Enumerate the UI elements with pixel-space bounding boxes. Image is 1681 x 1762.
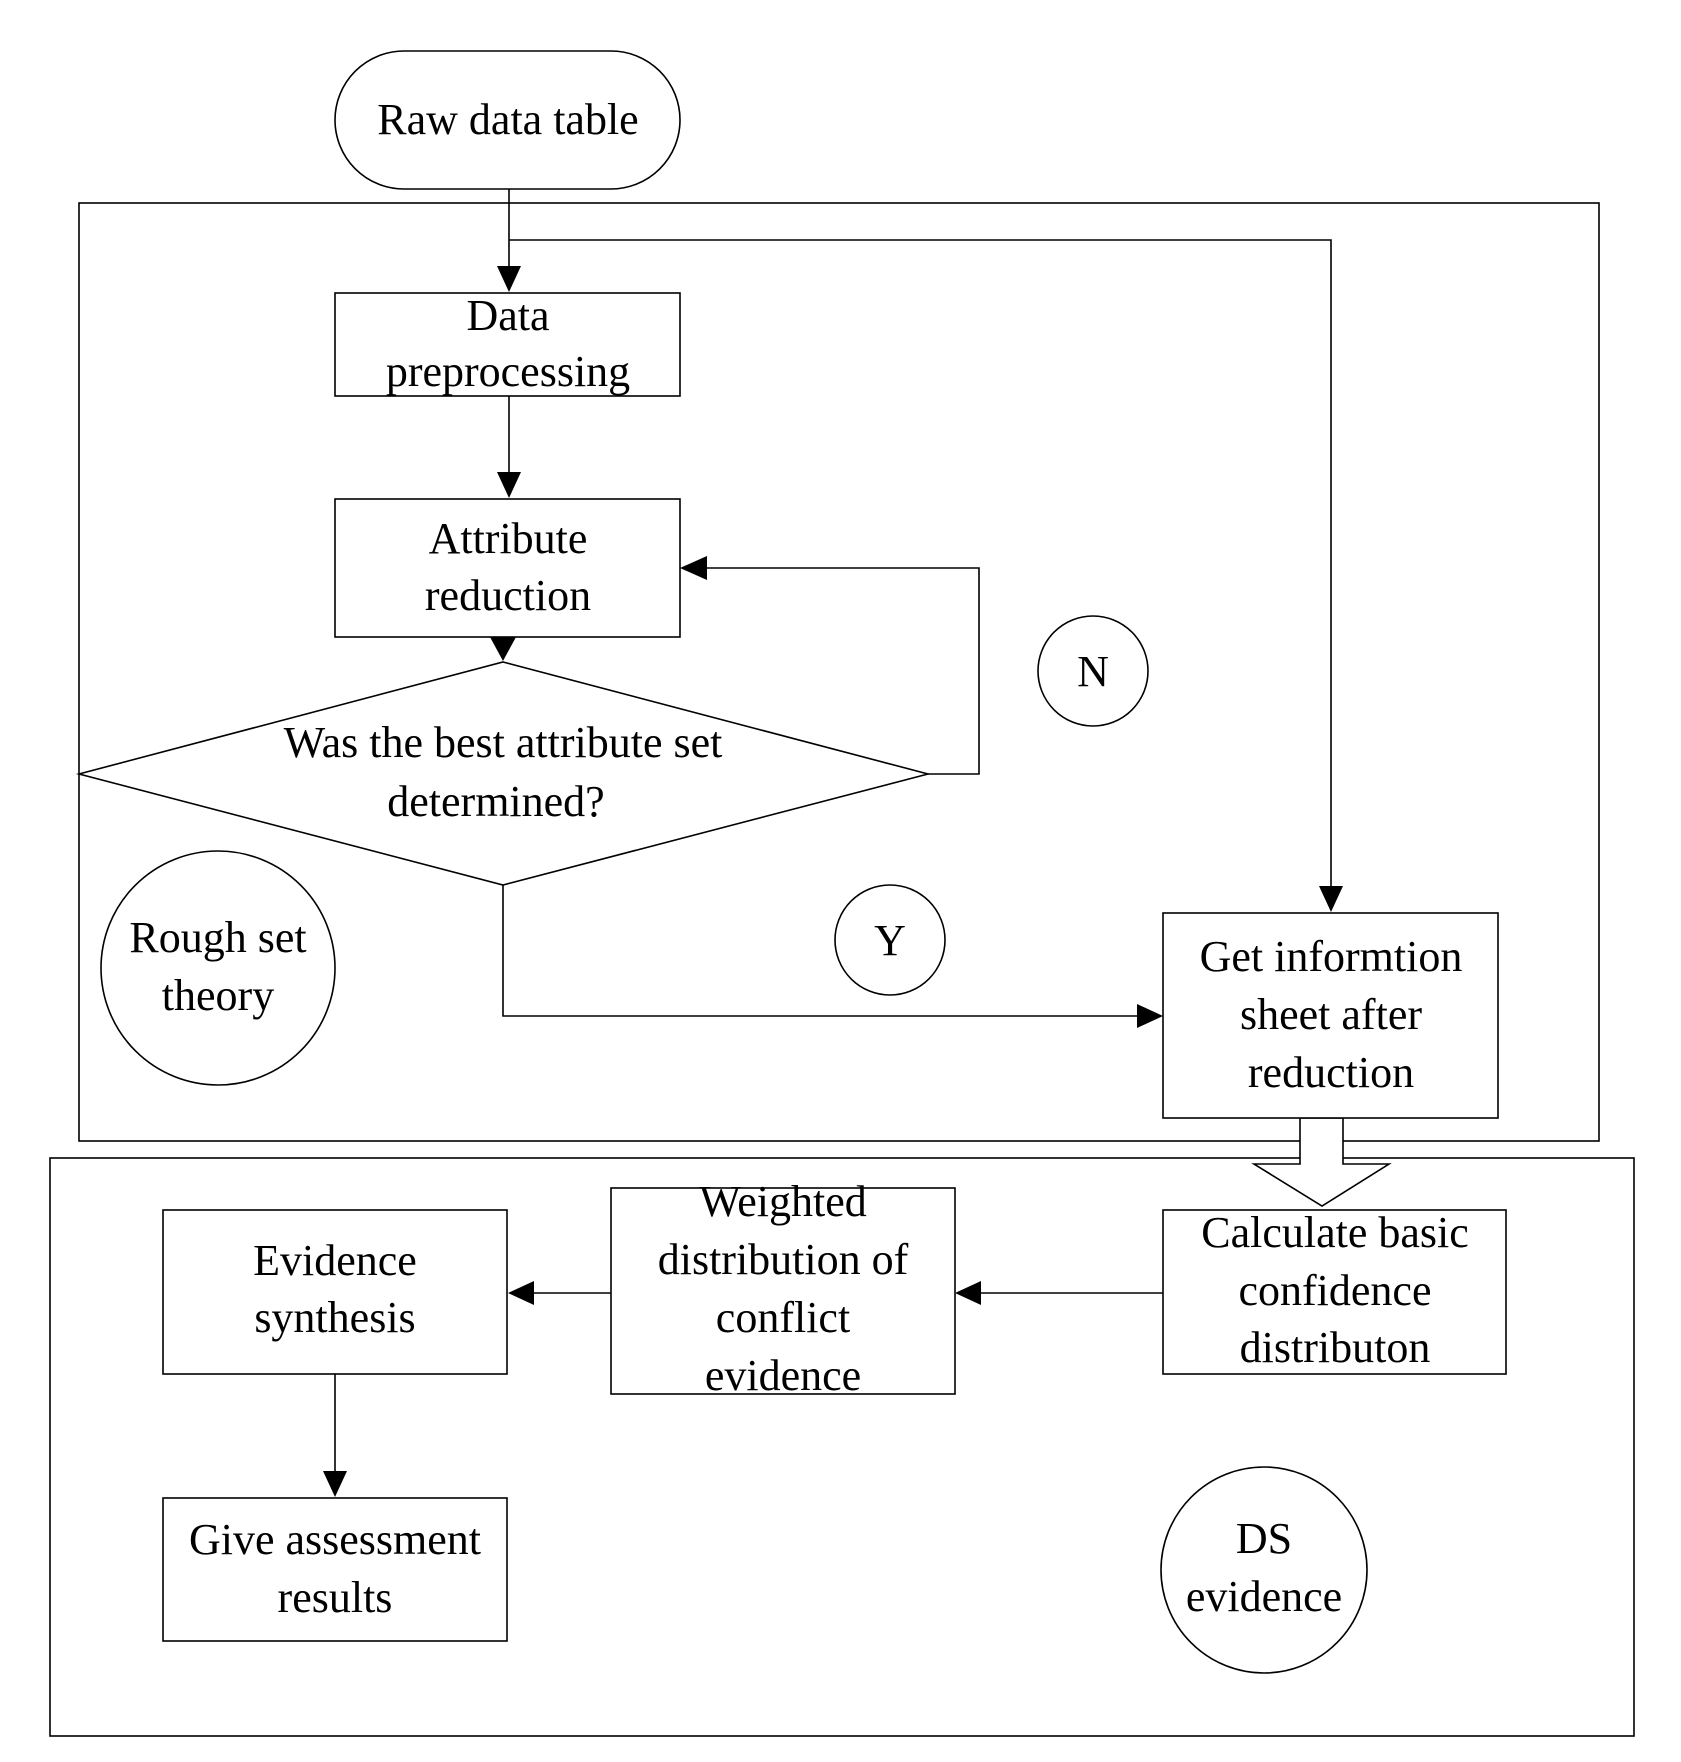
- block-arrow-to-ds-section: [1251, 1117, 1392, 1207]
- decision-diamond: [75, 661, 932, 886]
- weighted-distribution-label-line4: evidence: [705, 1351, 861, 1400]
- get-information-sheet-box: [1162, 912, 1499, 1119]
- arrowhead-info-sheet-top: [1319, 886, 1343, 912]
- evidence-synthesis-label-line2: synthesis: [254, 1293, 415, 1342]
- raw-data-table-terminator: [334, 50, 681, 190]
- give-assessment-results-label-line2: results: [278, 1573, 393, 1622]
- calculate-basic-confidence-label-line2: confidence: [1239, 1266, 1432, 1315]
- evidence-synthesis-box: [162, 1209, 508, 1375]
- connector-raw-to-info-sheet: [509, 239, 1332, 888]
- data-preprocessing-label-line2: preprocessing: [386, 347, 630, 396]
- arrowhead-preprocessing: [497, 266, 521, 292]
- arrowhead-loop-back: [680, 556, 707, 580]
- arrowhead-info-sheet-left: [1137, 1004, 1163, 1028]
- ds-evidence-label-line2: evidence: [1186, 1572, 1342, 1621]
- arrowhead-results: [323, 1471, 347, 1497]
- yes-branch-circle: [834, 884, 946, 996]
- calculate-basic-confidence-label-line1: Calculate basic: [1201, 1208, 1469, 1257]
- calculate-basic-confidence-box: [1162, 1209, 1507, 1375]
- rough-set-theory-label-line1: Rough set: [129, 913, 306, 962]
- ds-evidence-circle: [1160, 1466, 1368, 1674]
- raw-data-table-label: Raw data table: [377, 95, 638, 144]
- attribute-reduction-label-line2: reduction: [425, 571, 591, 620]
- give-assessment-results-label-line1: Give assessment: [189, 1515, 481, 1564]
- decision-label-line1: Was the best attribute set: [284, 718, 723, 767]
- no-branch-circle: [1037, 615, 1149, 727]
- connector-decision-no-loop: [705, 567, 980, 775]
- attribute-reduction-box: [334, 498, 681, 638]
- evidence-synthesis-label-line1: Evidence: [253, 1236, 417, 1285]
- arrowhead-decision: [490, 637, 516, 661]
- arrowhead-weighted: [955, 1281, 981, 1305]
- calculate-basic-confidence-label-line3: distributon: [1240, 1323, 1431, 1372]
- give-assessment-results-box: [162, 1497, 508, 1642]
- weighted-distribution-label-line1: Weighted: [699, 1177, 867, 1226]
- yes-branch-label: Y: [874, 916, 906, 965]
- arrowhead-reduction: [497, 472, 521, 498]
- rough-set-section-frame: [78, 202, 1600, 1142]
- weighted-distribution-box: [610, 1187, 956, 1395]
- connector-decision-yes: [502, 885, 1140, 1017]
- attribute-reduction-label-line1: Attribute: [429, 514, 588, 563]
- ds-evidence-label-line1: DS: [1236, 1514, 1292, 1563]
- data-preprocessing-box: [334, 292, 681, 397]
- arrowhead-synthesis: [508, 1281, 534, 1305]
- get-information-sheet-label-line1: Get informtion: [1200, 932, 1463, 981]
- rough-set-theory-label-line2: theory: [162, 971, 274, 1020]
- decision-label-line2: determined?: [387, 777, 604, 826]
- weighted-distribution-label-line2: distribution of: [658, 1235, 909, 1284]
- no-branch-label: N: [1077, 647, 1109, 696]
- data-preprocessing-label-line1: Data: [466, 291, 549, 340]
- get-information-sheet-label-line3: reduction: [1248, 1048, 1414, 1097]
- ds-evidence-section-frame: [49, 1157, 1635, 1737]
- weighted-distribution-label-line3: conflict: [716, 1293, 850, 1342]
- get-information-sheet-label-line2: sheet after: [1240, 990, 1422, 1039]
- rough-set-theory-circle: [100, 850, 336, 1086]
